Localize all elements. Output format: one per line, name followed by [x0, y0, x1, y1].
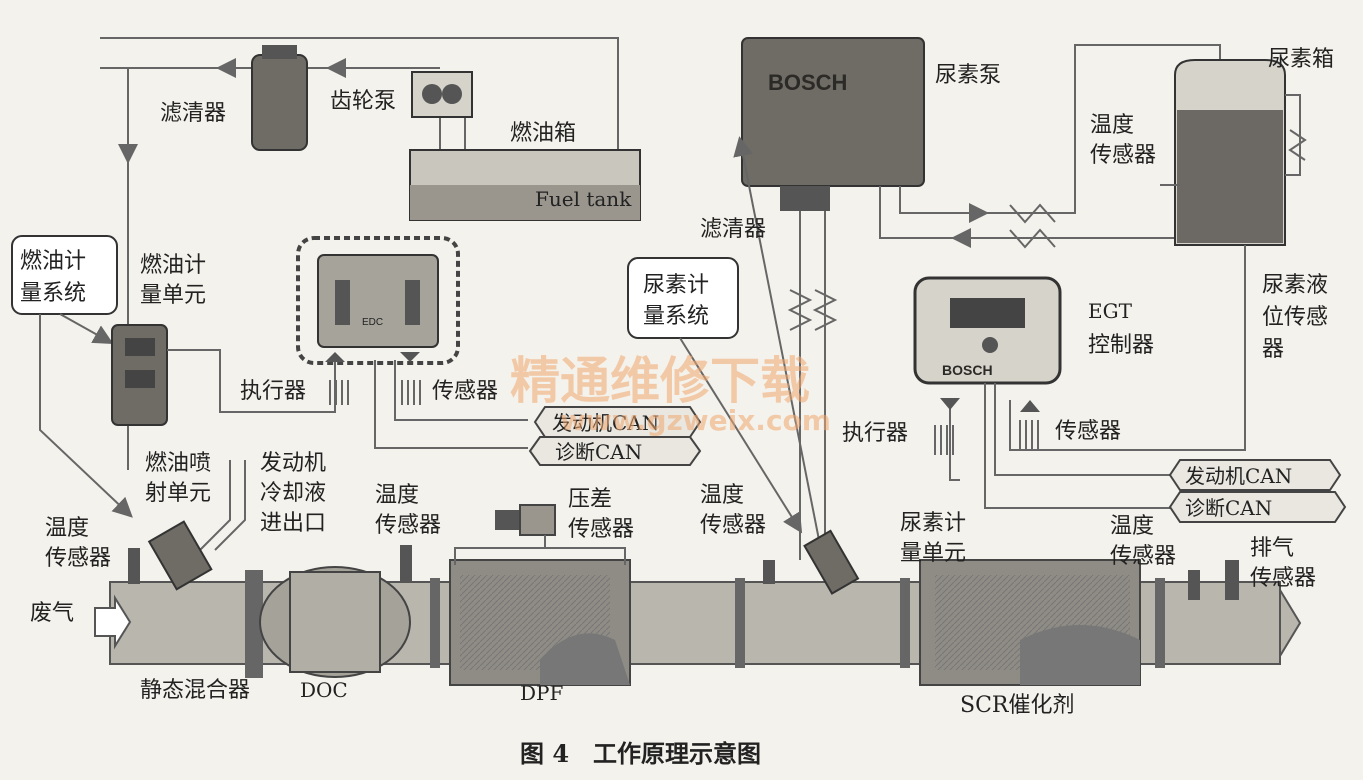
label-exhaust-sensor-2: 传感器 [1250, 566, 1316, 591]
urea-tank [1174, 59, 1307, 246]
label-exhaust-sensor-1: 排气 [1250, 536, 1294, 561]
label-diff-pressure-2: 传感器 [568, 517, 634, 542]
label-coolant-1: 发动机 [260, 451, 326, 476]
egt-bosch-logo: BOSCH [942, 362, 993, 378]
label-urea-level-3: 器 [1262, 337, 1284, 362]
label-temp-sensor-1b: 传感器 [45, 546, 111, 571]
label-sensor-left: 传感器 [432, 379, 498, 404]
fuel-meter-system-box [11, 235, 118, 315]
diag-can-tag-right [1168, 491, 1347, 523]
exhaust-pipe [109, 559, 1302, 686]
label-engine-can-left: 发动机CAN [552, 411, 659, 435]
label-filter-top: 滤清器 [160, 101, 226, 126]
label-fuel-tank-en: Fuel tank [535, 187, 632, 211]
label-urea-pump: 尿素泵 [935, 63, 1001, 88]
label-gear-pump: 齿轮泵 [330, 89, 396, 114]
label-fuel-meter-unit-2: 量单元 [140, 283, 206, 308]
watermark-cn: 精通维修下载 [510, 352, 810, 410]
label-actuator-right: 执行器 [842, 421, 908, 446]
diag-can-tag-left [528, 436, 702, 466]
urea-pump: BOSCH [741, 37, 925, 211]
label-dpf: DPF [520, 681, 563, 705]
temp-sensor-3 [763, 560, 775, 584]
label-urea-meter-system-1: 尿素计 [643, 273, 709, 298]
label-urea-level-1: 尿素液 [1262, 273, 1328, 298]
watermark-url: www.gzweix.com [560, 404, 831, 437]
urea-meter-unit [803, 529, 860, 595]
label-temp-sensor-4a: 温度 [1110, 514, 1154, 539]
fuel-meter-unit [111, 324, 168, 426]
urea-meter-system-box [627, 257, 739, 339]
label-temp-sensor-tank-b: 传感器 [1090, 143, 1156, 168]
label-doc: DOC [300, 678, 348, 702]
label-fuel-meter-unit-1: 燃油计 [140, 253, 206, 278]
label-static-mixer: 静态混合器 [140, 678, 250, 703]
label-actuator-left: 执行器 [240, 379, 306, 404]
label-egt-2: 控制器 [1088, 333, 1154, 358]
label-fuel-tank: 燃油箱 [510, 121, 576, 146]
label-engine-can-right: 发动机CAN [1185, 464, 1292, 488]
sensor-triangle-right [1020, 400, 1040, 412]
label-fuel-meter-system-1: 燃油计 [20, 249, 86, 274]
label-diag-can-left: 诊断CAN [555, 440, 642, 464]
urea-tank-lines [879, 44, 1221, 249]
label-scr: SCR催化剂 [960, 693, 1074, 718]
label-temp-sensor-3a: 温度 [700, 483, 744, 508]
label-temp-sensor-3b: 传感器 [700, 513, 766, 538]
fuel-tank [409, 149, 641, 221]
gear-pump [411, 71, 473, 118]
label-sensor-right: 传感器 [1055, 419, 1121, 444]
label-fuel-injector-1: 燃油喷 [145, 451, 211, 476]
label-coolant-3: 进出口 [260, 511, 326, 536]
exhaust-in-arrow [94, 594, 132, 650]
label-urea-level-2: 位传感 [1262, 305, 1328, 330]
temp-sensor-1 [128, 548, 140, 584]
label-coolant-2: 冷却液 [260, 481, 326, 506]
label-urea-meter-unit-2: 量单元 [900, 541, 966, 566]
label-urea-meter-system-2: 量系统 [643, 304, 709, 329]
left-signal-lines [167, 349, 528, 449]
label-fuel-injector-2: 射单元 [145, 481, 211, 506]
label-temp-sensor-4b: 传感器 [1110, 544, 1176, 569]
label-urea-meter-unit-1: 尿素计 [900, 511, 966, 536]
label-egt-1: EGT [1088, 299, 1133, 323]
label-diag-can-right: 诊断CAN [1185, 496, 1272, 520]
ecu-dashed-border [296, 236, 460, 365]
urea-pump-bosch-logo: BOSCH [768, 70, 847, 95]
fuel-filter [251, 45, 308, 151]
label-temp-sensor-2a: 温度 [375, 483, 419, 508]
label-temp-sensor-tank-a: 温度 [1090, 113, 1134, 138]
label-fuel-meter-system-2: 量系统 [20, 281, 86, 306]
engine-can-tag-right [1168, 459, 1342, 491]
label-urea-tank: 尿素箱 [1268, 47, 1334, 72]
label-filter-urea: 滤清器 [700, 217, 766, 242]
temp-sensor-2 [400, 545, 412, 583]
figure-caption: 图 4 工作原理示意图 [520, 739, 761, 768]
right-signal-lines [934, 383, 1180, 509]
label-exhaust-in: 废气 [30, 601, 74, 626]
label-temp-sensor-1a: 温度 [45, 516, 89, 541]
urea-line-heaters [787, 289, 838, 331]
exhaust-sensor [1225, 560, 1239, 600]
actuator-triangle-right [940, 398, 960, 410]
egt-controller: BOSCH [913, 276, 1062, 385]
fuel-injector [147, 520, 213, 591]
label-diff-pressure-1: 压差 [568, 487, 612, 512]
sensor-triangle-left [400, 352, 420, 362]
ecu: EDC [317, 254, 439, 348]
label-temp-sensor-2b: 传感器 [375, 513, 441, 538]
ecu-badge: EDC [362, 317, 383, 328]
actuator-triangle-left [325, 352, 345, 362]
diff-pressure-sensor [454, 504, 626, 565]
temp-sensor-4 [1188, 570, 1200, 600]
